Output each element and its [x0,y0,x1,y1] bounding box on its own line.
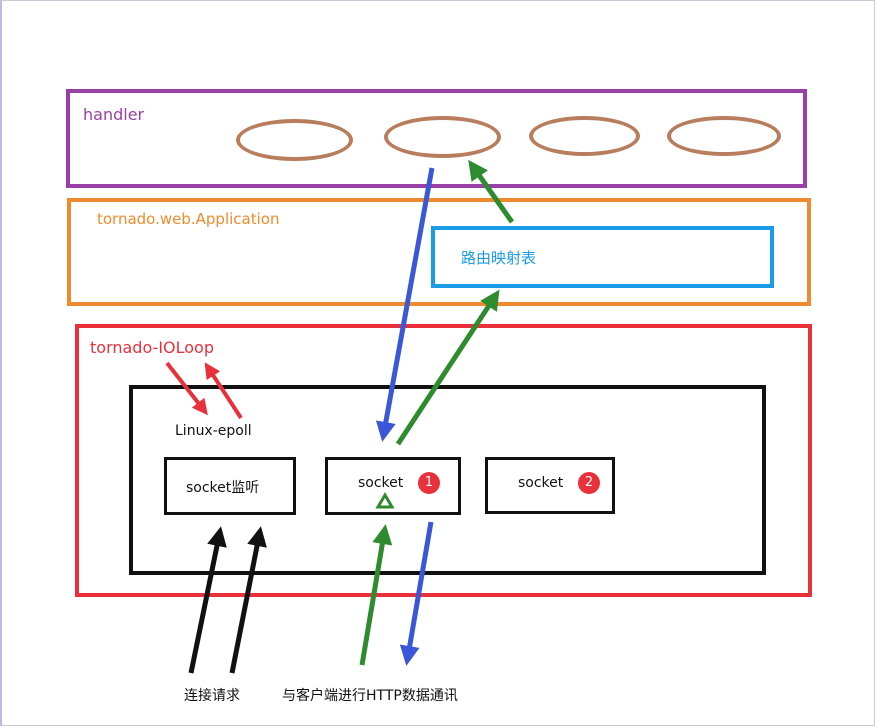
arrow-client-to-socket [359,524,393,666]
arrow-connect-request-1 [188,526,227,674]
ioloop-layer [75,324,812,597]
socket-1-triangle-marker [375,492,395,509]
arrow-handler-to-socket [375,167,435,442]
router-table-box [431,226,774,288]
arrow-socket-to-router [395,289,500,446]
handler-ellipse-2 [384,116,501,158]
socket-2-badge: 2 [578,472,600,494]
socket-1-badge: 1 [418,472,440,494]
connect-request-caption: 连接请求 [184,688,240,704]
arrow-socket-to-client [399,521,434,666]
epoll-container [129,385,766,575]
ioloop-label: tornado-IOLoop [90,338,214,357]
http-communication-caption: 与客户端进行HTTP数据通讯 [282,688,458,704]
socket-1-box [325,457,461,515]
socket-listen-box [164,457,296,515]
socket-1-label: socket [358,475,404,491]
router-table-label: 路由映射表 [461,249,537,267]
arrow-ioloop-to-epoll [165,361,208,416]
handler-layer [66,89,807,188]
handler-ellipse-4 [667,116,781,156]
arrow-router-to-handler [468,159,515,224]
arrow-epoll-to-ioloop [204,362,243,420]
socket-2-label: socket [518,475,564,491]
socket-listen-label: socket监听 [186,480,260,496]
application-layer [67,198,811,306]
socket-2-box [485,457,615,514]
arrow-connect-request-2 [229,526,267,674]
application-label: tornado.web.Application [97,210,280,228]
handler-ellipse-1 [236,119,353,161]
epoll-label: Linux-epoll [175,423,252,439]
handler-ellipse-3 [529,116,640,156]
handler-label: handler [83,105,145,124]
